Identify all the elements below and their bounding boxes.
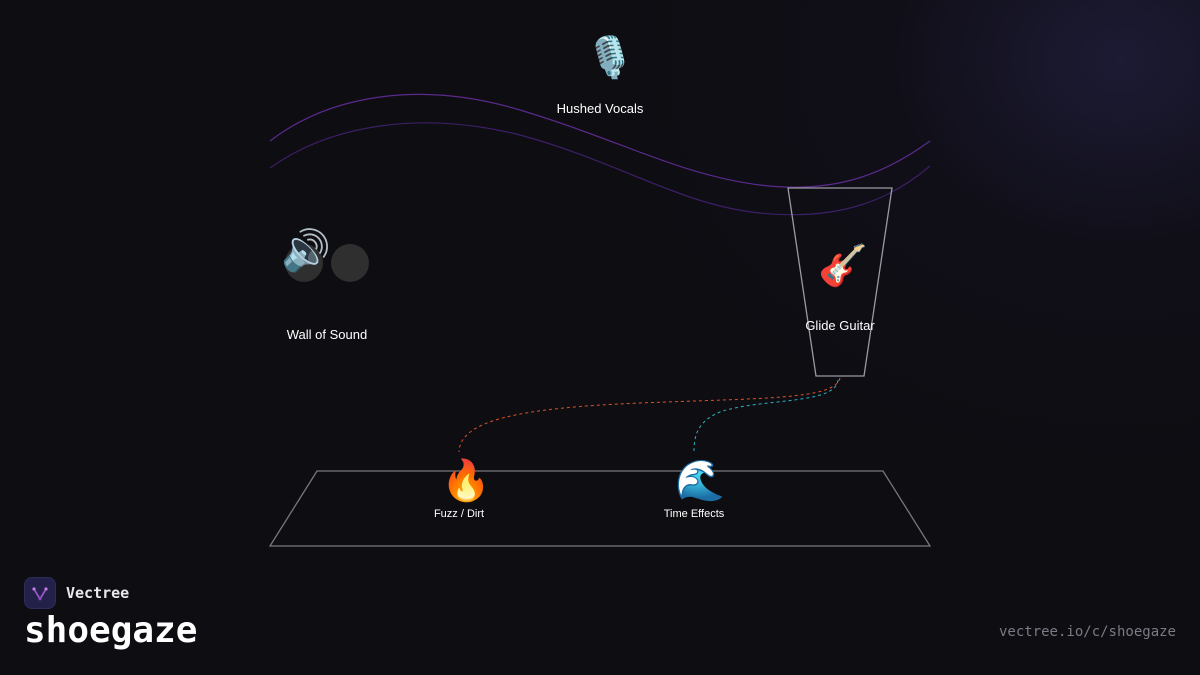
node-label-fuzz: Fuzz / Dirt (433, 508, 485, 520)
wall-dot-right (331, 244, 369, 282)
node-label-vocals: Hushed Vocals (556, 101, 644, 116)
node-label-guitar: Glide Guitar (805, 318, 875, 333)
link-guitar-time (693, 379, 839, 453)
link-guitar-fuzz (458, 377, 841, 453)
collection-title: shoegaze (24, 610, 198, 651)
guitar-outline (787, 187, 893, 377)
microphone-icon: 🎙️ (585, 35, 635, 81)
vocal-wave-lower (269, 122, 931, 216)
vocal-wave-upper (269, 93, 931, 188)
node-label-wall: Wall of Sound (286, 327, 368, 342)
brand-name: Vectree (66, 584, 130, 602)
pedalboard-outline (268, 470, 932, 547)
brand: Vectree (24, 577, 129, 609)
vectree-logo-icon (24, 577, 56, 609)
collection-url[interactable]: vectree.io/c/shoegaze (998, 624, 1176, 640)
guitar-icon: 🎸 (818, 243, 868, 289)
node-label-time: Time Effects (663, 508, 725, 520)
wall-dot-left (285, 244, 323, 282)
speaker-icon: 🔊 (281, 228, 331, 274)
fire-icon: 🔥 (441, 458, 491, 504)
wave-icon: 🌊 (675, 458, 725, 504)
